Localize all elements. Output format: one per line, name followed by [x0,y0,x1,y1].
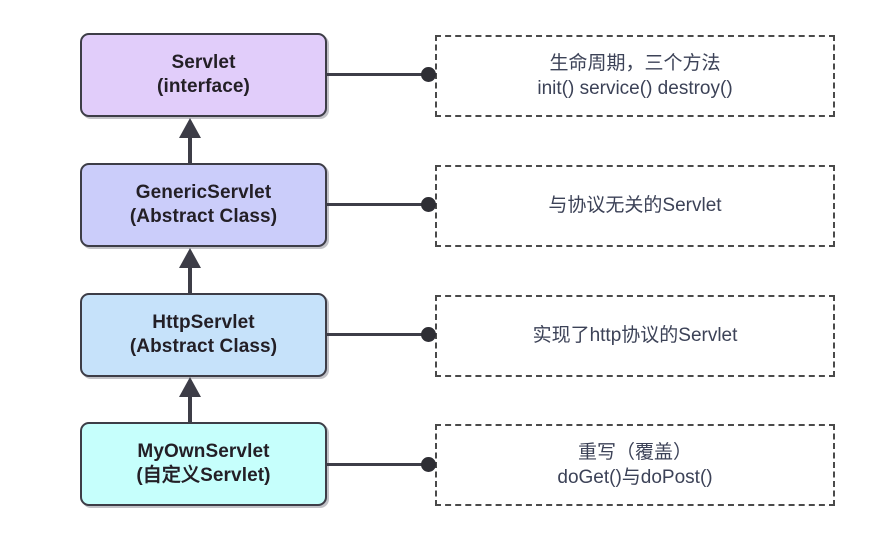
class-stereotype: (Abstract Class) [129,206,278,227]
class-name: HttpServlet [152,311,255,333]
class-stereotype: (自定义Servlet) [136,465,271,486]
note-line-1: 重写（覆盖） [577,441,692,463]
class-box-servlet[interactable]: Servlet (interface) [80,33,327,117]
note-line-1: 实现了http协议的Servlet [532,325,738,347]
inheritance-line-myown-to-http [188,392,192,422]
note-connector-line-servlet [327,73,428,76]
class-box-httpservlet[interactable]: HttpServlet (Abstract Class) [80,293,327,377]
class-name: Servlet [171,51,236,73]
inheritance-line-http-to-generic [188,263,192,293]
note-connector-line-myownservlet [327,463,428,466]
note-anchor-circle-icon-httpservlet [421,327,436,342]
note-connector-line-httpservlet [327,333,428,336]
arrow-up-icon-myown-to-http [179,377,201,397]
class-stereotype: (interface) [157,76,250,97]
note-box-genericservlet[interactable]: 与协议无关的Servlet [435,165,835,247]
class-box-myownservlet[interactable]: MyOwnServlet (自定义Servlet) [80,422,327,506]
note-box-httpservlet[interactable]: 实现了http协议的Servlet [435,295,835,377]
note-line-1: 生命周期，三个方法 [549,52,721,74]
note-anchor-circle-icon-myownservlet [421,457,436,472]
class-name: GenericServlet [135,181,272,203]
note-box-servlet[interactable]: 生命周期，三个方法 init() service() destroy() [435,35,835,117]
note-anchor-circle-icon-servlet [421,67,436,82]
class-stereotype: (Abstract Class) [129,336,278,357]
note-line-2: doGet()与doPost() [557,467,713,488]
arrow-up-icon-generic-to-servlet [179,118,201,138]
class-name: MyOwnServlet [137,440,270,462]
inheritance-line-generic-to-servlet [188,133,192,163]
note-connector-line-genericservlet [327,203,428,206]
class-box-genericservlet[interactable]: GenericServlet (Abstract Class) [80,163,327,247]
note-line-2: init() service() destroy() [537,78,733,99]
note-anchor-circle-icon-genericservlet [421,197,436,212]
note-line-1: 与协议无关的Servlet [548,195,722,217]
arrow-up-icon-http-to-generic [179,248,201,268]
note-box-myownservlet[interactable]: 重写（覆盖） doGet()与doPost() [435,424,835,506]
